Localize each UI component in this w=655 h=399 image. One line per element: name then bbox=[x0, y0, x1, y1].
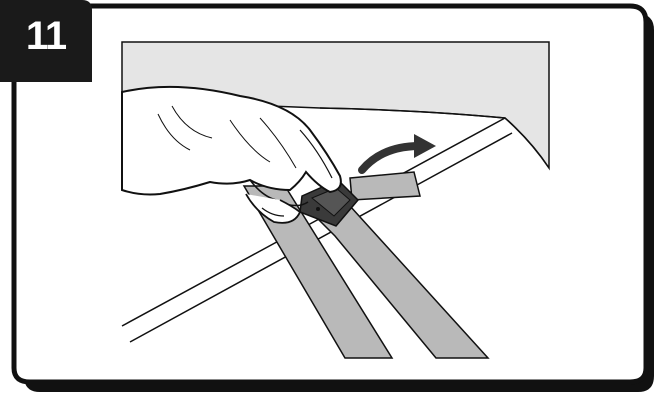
step-badge: 11 bbox=[0, 0, 92, 82]
step-number: 11 bbox=[26, 14, 66, 59]
